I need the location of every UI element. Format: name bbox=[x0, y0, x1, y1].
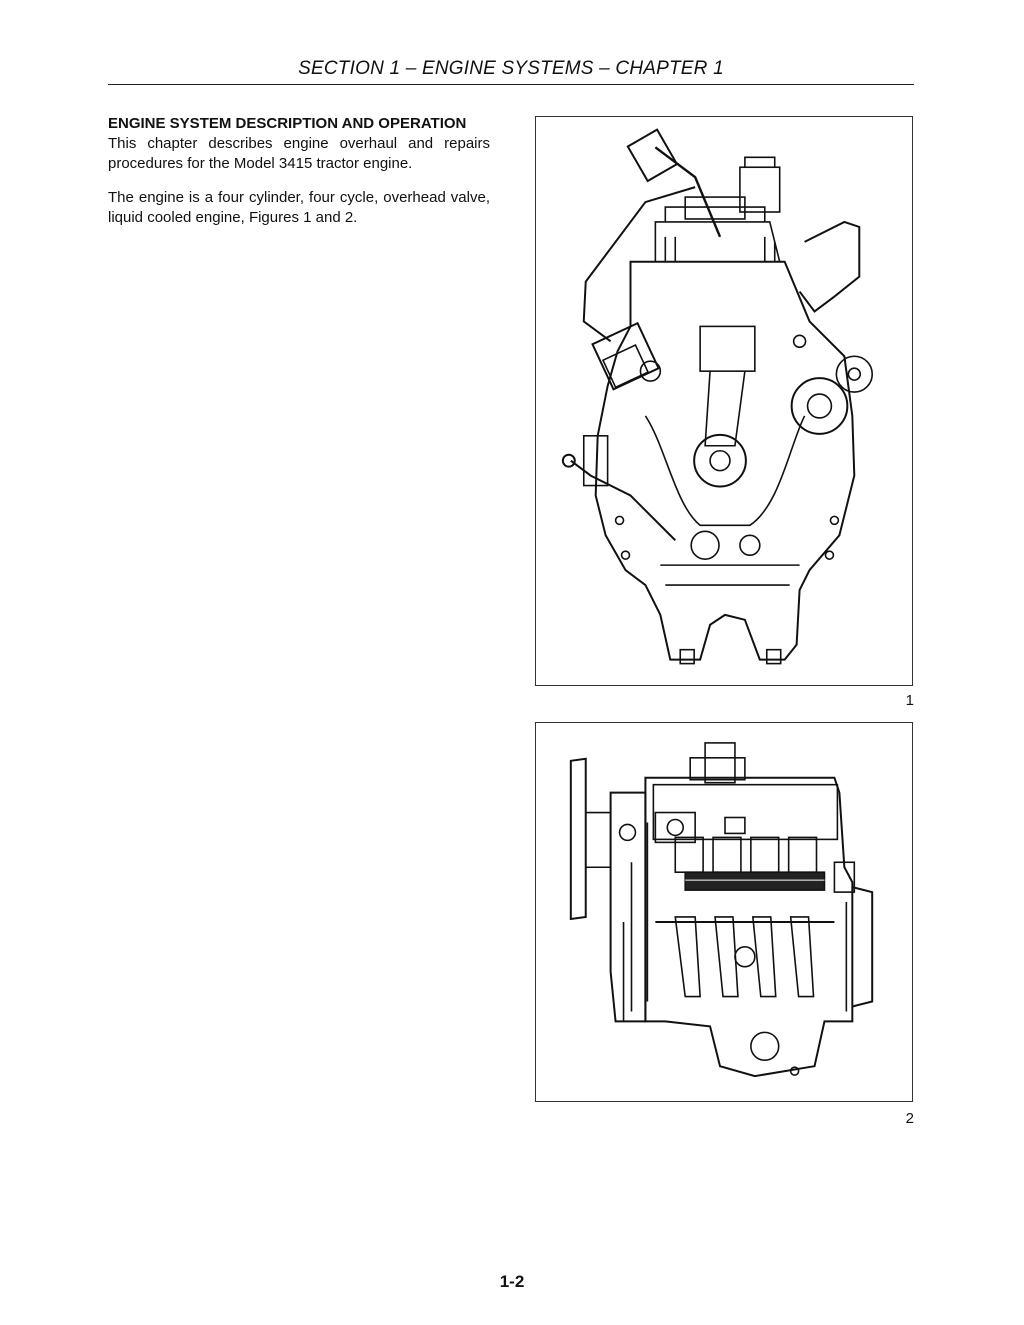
page-number: 1-2 bbox=[499, 1272, 525, 1291]
figure-2-frame bbox=[535, 722, 913, 1102]
text-column: ENGINE SYSTEM DESCRIPTION AND OPERATION … bbox=[108, 114, 490, 228]
header-divider bbox=[108, 84, 914, 85]
section-header: SECTION 1 – ENGINE SYSTEMS – CHAPTER 1 bbox=[298, 58, 724, 79]
figure-1-number: 1 bbox=[905, 692, 914, 709]
section-heading: ENGINE SYSTEM DESCRIPTION AND OPERATION bbox=[108, 115, 467, 132]
figure-1-frame bbox=[535, 116, 913, 686]
paragraph-intro: This chapter describes engine overhaul a… bbox=[108, 135, 490, 172]
engine-front-cross-section-icon bbox=[561, 128, 874, 665]
paragraph-engine-type: The engine is a four cylinder, four cycl… bbox=[108, 189, 490, 226]
figure-2-number: 2 bbox=[905, 1110, 914, 1127]
engine-side-cross-section-icon bbox=[569, 742, 874, 1078]
